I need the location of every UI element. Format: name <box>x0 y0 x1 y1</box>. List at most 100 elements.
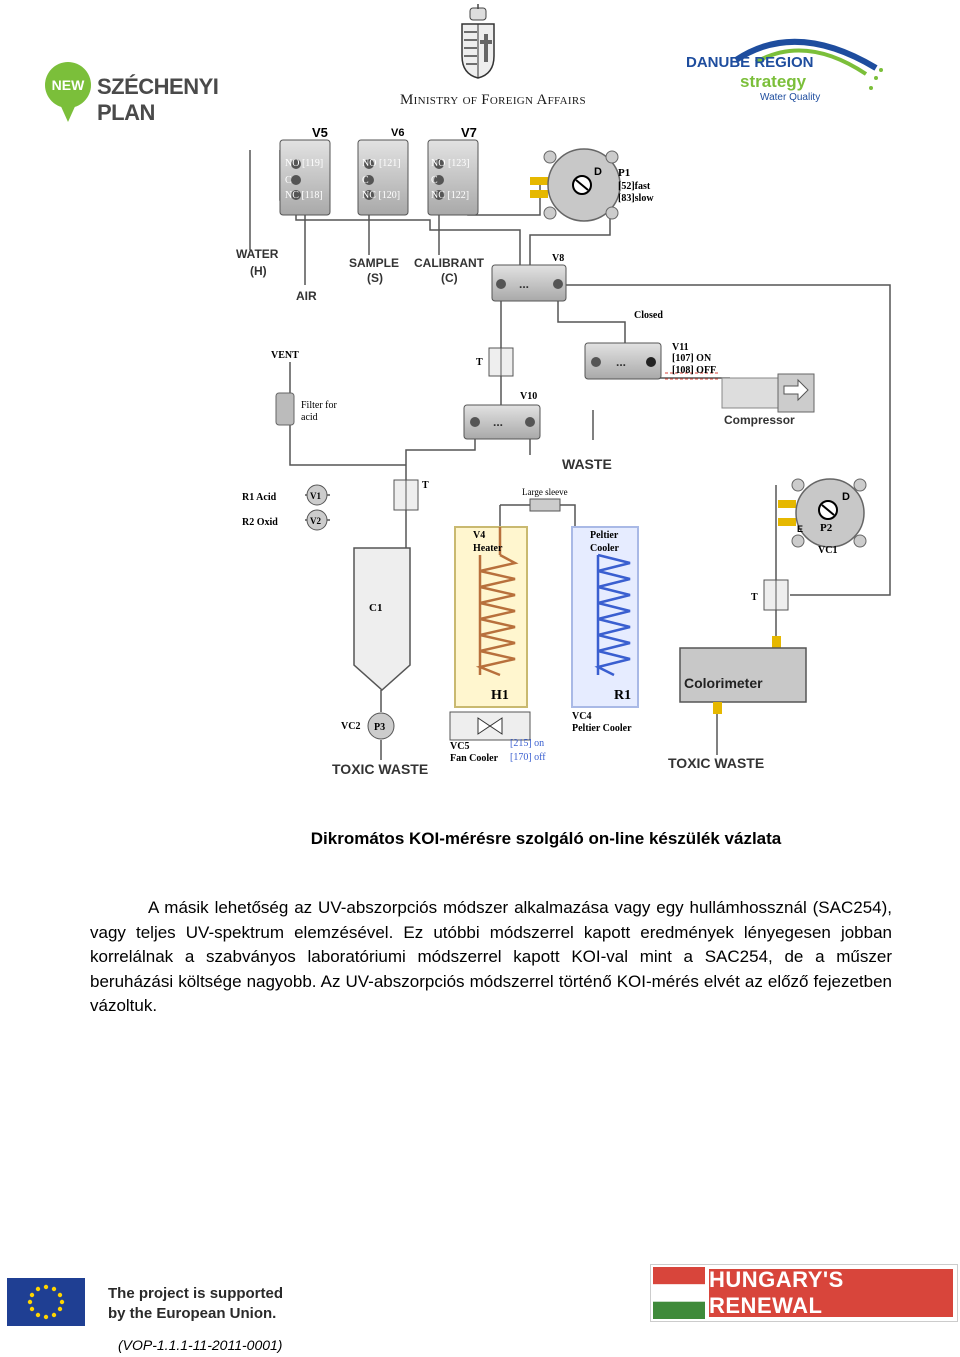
colorimeter <box>679 647 807 703</box>
figure-caption: Dikromátos KOI-mérésre szolgáló on-line … <box>310 829 782 848</box>
valve-v5: NO [119] C NC [118] <box>279 139 331 216</box>
p2-d-label: D <box>842 491 850 503</box>
v6-port-c: C <box>362 175 369 186</box>
r1-label: R1 <box>614 688 631 703</box>
valve-v2 <box>306 509 328 531</box>
v7-label: V7 <box>461 125 477 140</box>
v5-port-no: NO [119] <box>285 158 323 169</box>
vc4-label: VC4 <box>572 711 591 722</box>
large-sleeve-label: Large sleeve <box>522 487 568 497</box>
v2-label: V2 <box>310 516 321 526</box>
acid-filter <box>275 392 295 426</box>
peltier-label-1: Peltier <box>590 530 619 541</box>
body-paragraph: A másik lehetőség az UV-abszorpciós móds… <box>90 896 892 1019</box>
p3-label: P3 <box>374 722 385 733</box>
valve-v7: NO [123] C NC [122] <box>427 139 479 216</box>
vc4-sub: Peltier Cooler <box>572 723 632 734</box>
p2-e-label: E <box>797 524 803 534</box>
eu-support-text: The project is supported by the European… <box>108 1284 283 1324</box>
v7-port-c: C <box>431 175 438 186</box>
p1-fast: [52]fast <box>618 181 651 192</box>
v7-port-no: NO [123] <box>431 158 470 169</box>
filter-label-1: Filter for <box>301 400 337 411</box>
heater-h1 <box>454 526 528 708</box>
valve-v11: ... <box>584 342 720 380</box>
danube-arc-icon <box>734 38 883 90</box>
valve-v1 <box>306 484 328 506</box>
p2-label: P2 <box>820 522 833 534</box>
svg-text:...: ... <box>616 355 626 369</box>
badge-tail <box>59 102 77 122</box>
eu-line-1: The project is supported <box>108 1285 284 1302</box>
vc2-label: VC2 <box>341 721 360 732</box>
v11-off: [108] OFF <box>672 365 716 376</box>
calibrant-code: (C) <box>441 271 458 285</box>
vc5-on: [215] on <box>510 738 544 749</box>
t-connector-1 <box>488 347 514 377</box>
pump-p1 <box>530 148 621 222</box>
cooler-r1 <box>571 526 639 708</box>
compressor-label: Compressor <box>724 413 795 427</box>
v11-label: V11 <box>672 342 689 353</box>
toxic-waste-label-1: TOXIC WASTE <box>332 761 428 777</box>
large-sleeve <box>529 498 561 512</box>
valve-v8: ... <box>491 264 567 302</box>
vent-label: VENT <box>271 350 299 361</box>
szechenyi-plan-text: SZÉCHENYI PLAN <box>97 74 219 125</box>
renewal-text: HUNGARY'S RENEWAL <box>709 1267 953 1318</box>
t-label-3: T <box>751 592 758 603</box>
vc5-sub: Fan Cooler <box>450 753 499 764</box>
c1-label: C1 <box>369 602 382 614</box>
t-label-1: T <box>476 357 483 368</box>
v1-label: V1 <box>310 491 321 501</box>
filter-label-2: acid <box>301 412 318 423</box>
closed-label: Closed <box>634 310 663 321</box>
v5-port-nc: NC [118] <box>285 190 323 201</box>
ministry-title: Ministry of Foreign Affairs <box>400 92 586 108</box>
danube-region-logo: DANUBE REGION strategy Water Quality <box>686 28 886 108</box>
paragraph-text: A másik lehetőség az UV-abszorpciós móds… <box>90 898 892 1015</box>
pump-p2 <box>778 478 867 548</box>
water-code: (H) <box>250 264 267 278</box>
hungarian-crest-icon <box>461 4 495 79</box>
peltier-label-2: Cooler <box>590 543 619 554</box>
svg-text:...: ... <box>519 277 529 291</box>
valve-v10: ... <box>463 404 541 440</box>
v6-label: V6 <box>391 127 404 139</box>
air-label: AIR <box>296 289 317 303</box>
sample-code: (S) <box>367 271 383 285</box>
colorimeter-label: Colorimeter <box>684 675 763 691</box>
calibrant-label: CALIBRANT <box>414 256 485 270</box>
water-label: WATER <box>236 247 279 261</box>
vc5-label: VC5 <box>450 741 469 752</box>
danube-strategy: strategy <box>740 72 807 91</box>
fan-cooler-vc5 <box>449 711 531 741</box>
waste-label: WASTE <box>562 456 612 472</box>
sample-label: SAMPLE <box>349 256 399 270</box>
vc5-off: [170] off <box>510 752 546 763</box>
v8-label: V8 <box>552 253 564 264</box>
p1-label: P1 <box>618 167 630 179</box>
vessel-c1 <box>353 547 411 692</box>
v11-on: [107] ON <box>672 353 712 364</box>
hungarys-renewal-logo: HUNGARY'S RENEWAL <box>650 1264 958 1322</box>
project-code: (VOP-1.1.1-11-2011-0001) <box>118 1337 283 1353</box>
v10-label: V10 <box>520 391 537 402</box>
v5-label: V5 <box>312 125 328 140</box>
eu-line-2: by the European Union. <box>108 1305 277 1322</box>
hungarian-flag-icon <box>653 1267 705 1319</box>
t-label-2: T <box>422 480 429 491</box>
p1-d-label: D <box>594 166 602 178</box>
toxic-waste-label-2: TOXIC WASTE <box>668 755 764 771</box>
danube-title: DANUBE REGION <box>686 54 814 71</box>
valve-v6: NO [121] C NC [120] <box>357 139 409 216</box>
danube-subtitle: Water Quality <box>760 92 821 103</box>
svg-text:...: ... <box>493 415 503 429</box>
r1-acid-label: R1 Acid <box>242 492 277 503</box>
koi-device-diagram: NO [119] C NC [118] V5 NO [121] C NC [12… <box>236 125 891 777</box>
t-connector-3 <box>763 579 789 611</box>
eu-flag-icon <box>7 1278 85 1326</box>
v6-port-no: NO [121] <box>362 158 401 169</box>
v4-label: V4 <box>473 530 485 541</box>
v7-port-nc: NC [122] <box>431 190 469 201</box>
